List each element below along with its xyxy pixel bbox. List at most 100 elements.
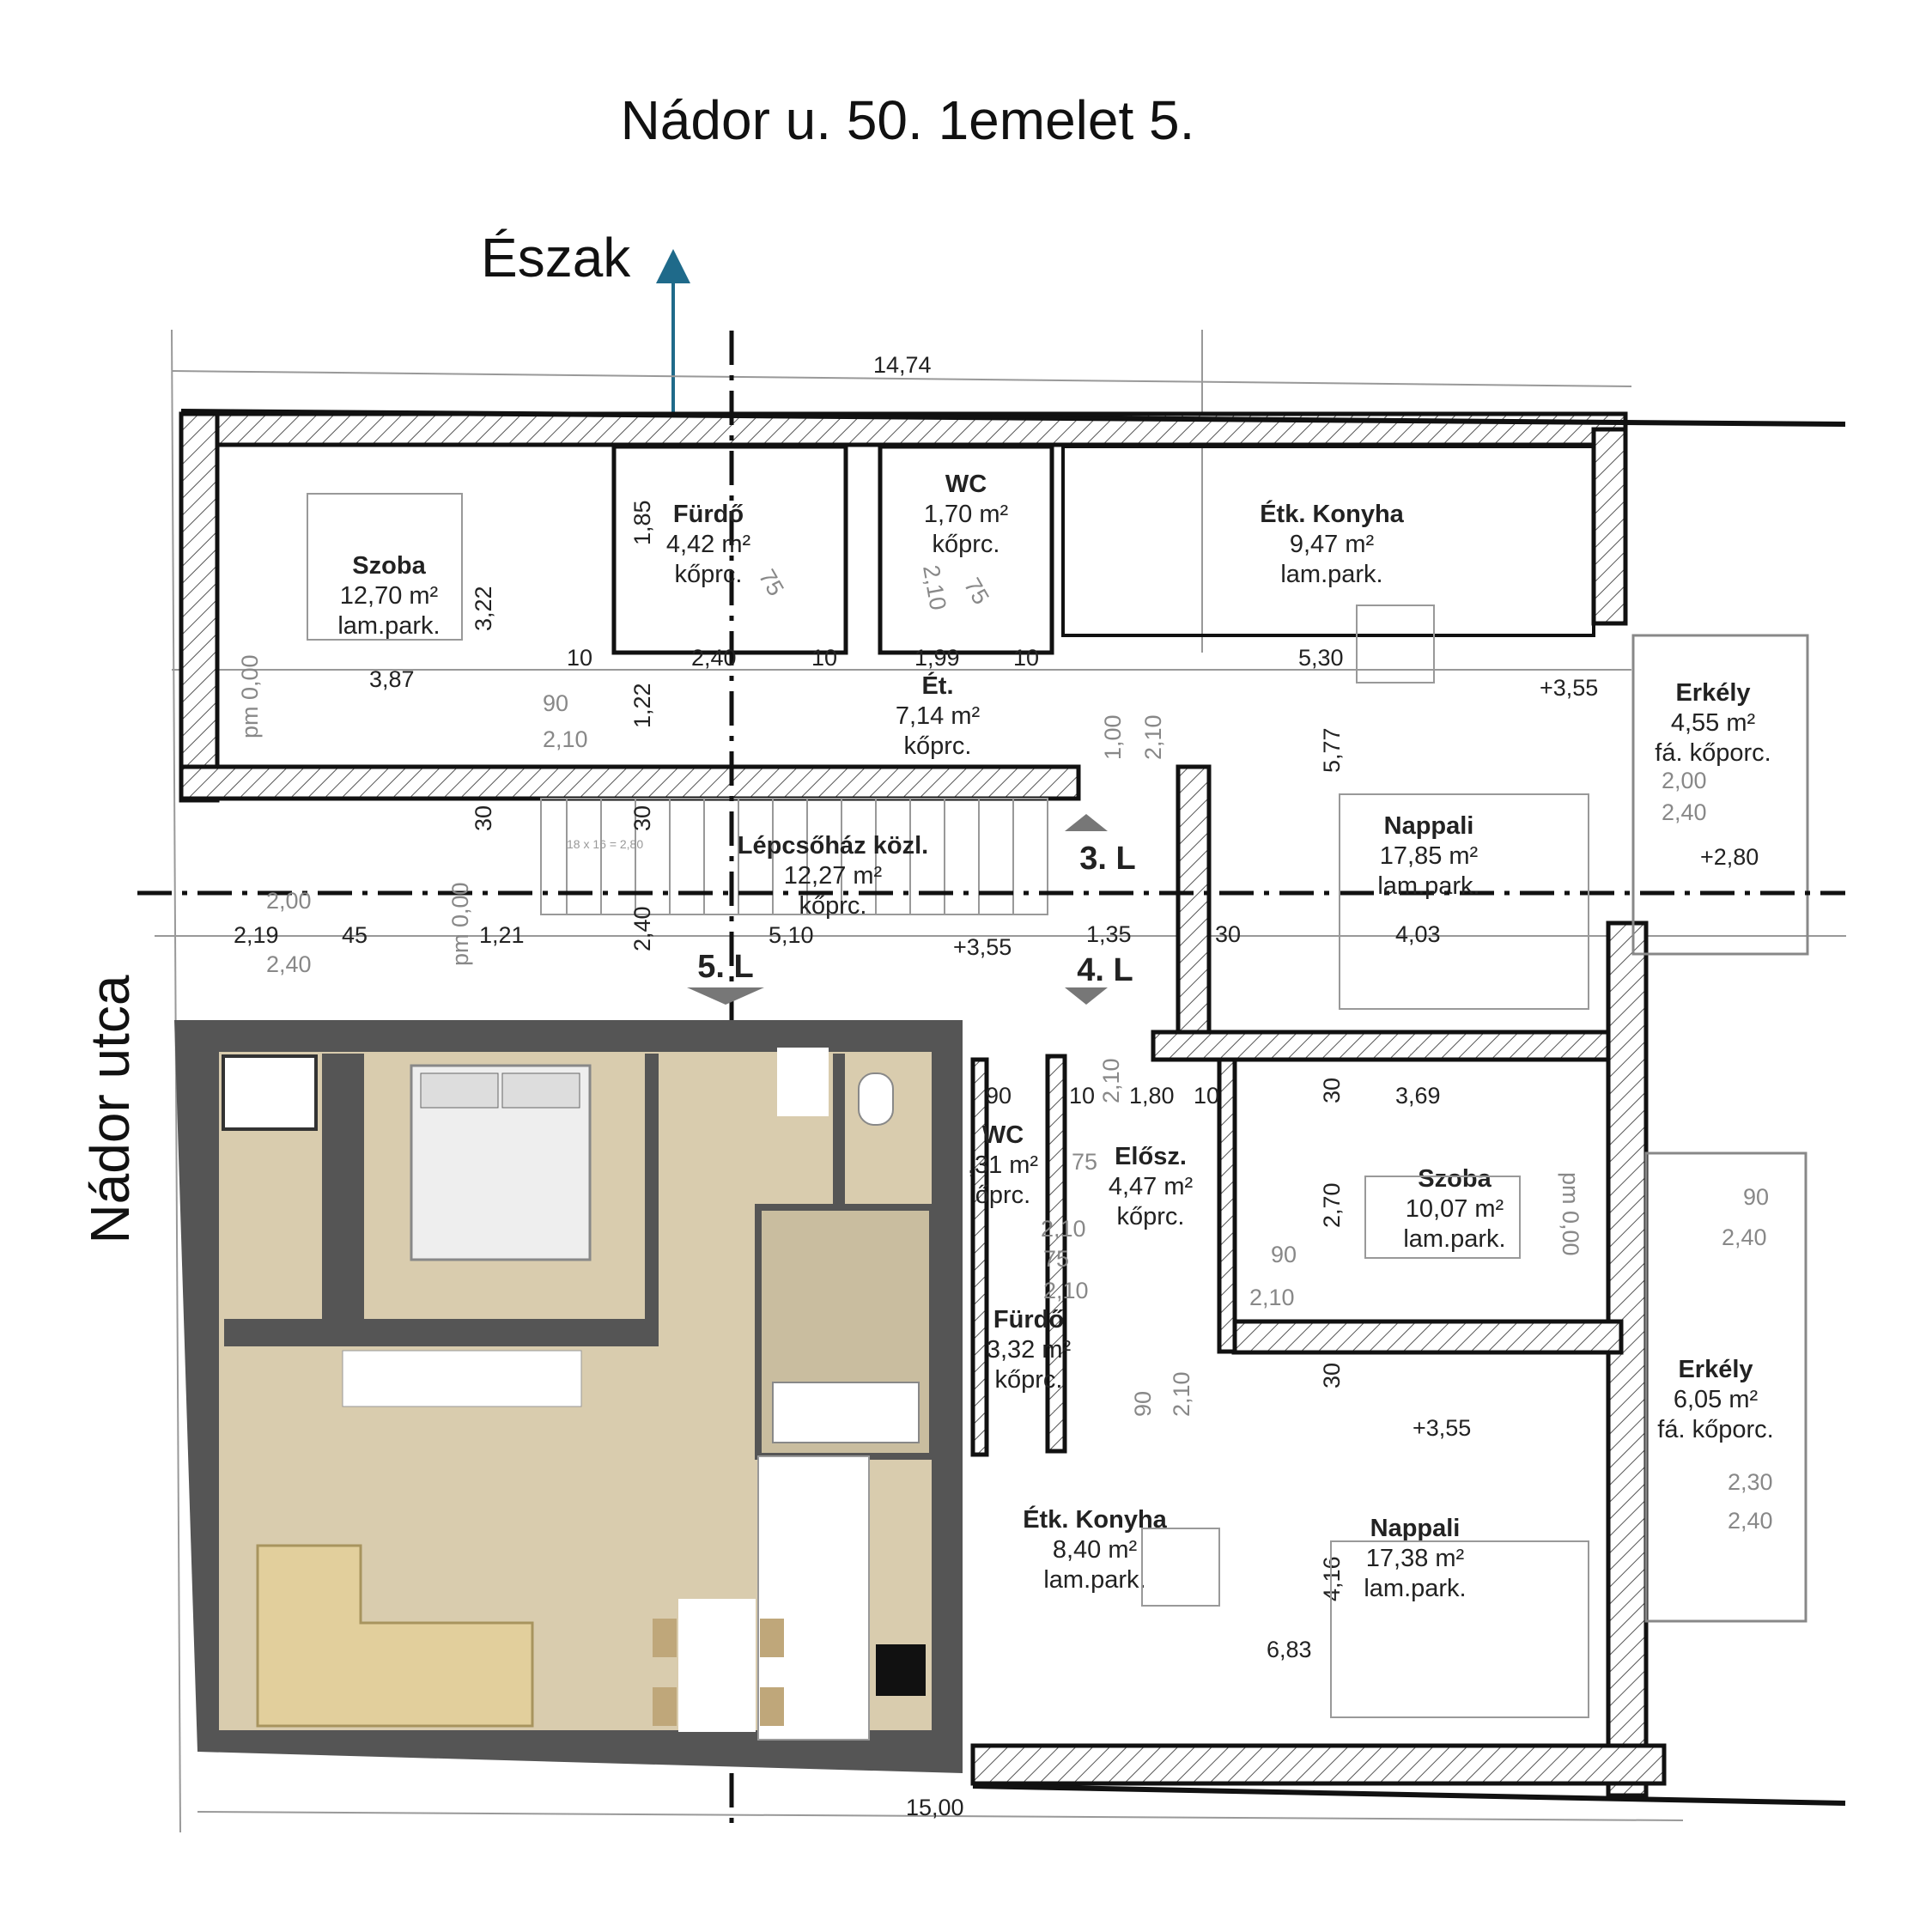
svg-text:75: 75 [959, 574, 994, 609]
stove-icon [876, 1644, 926, 1696]
svg-text:kőprc.: kőprc. [799, 892, 867, 920]
svg-text:pm 0,00: pm 0,00 [447, 882, 473, 966]
svg-text:6,83: 6,83 [1267, 1637, 1312, 1662]
gray-dimension-labels: pm 0,00 90 2,10 2,10 75 2,10 75 2,00 2,4… [237, 563, 1773, 1534]
svg-text:2,70: 2,70 [1319, 1182, 1345, 1228]
bathtub-icon [772, 1382, 920, 1443]
svg-text:2,00: 2,00 [1662, 768, 1707, 793]
svg-text:12,70 m²: 12,70 m² [340, 582, 439, 610]
svg-text:fá. kőporc.: fá. kőporc. [1657, 1416, 1773, 1443]
level-label: 5. L [697, 949, 753, 985]
armchair-icon [222, 1054, 318, 1131]
svg-text:Fürdő: Fürdő [673, 501, 744, 528]
svg-text:4,55 m²: 4,55 m² [1671, 709, 1756, 737]
balcony-upper [1631, 634, 1809, 956]
svg-text:9,47 m²: 9,47 m² [1290, 531, 1375, 558]
svg-text:2,10: 2,10 [1169, 1371, 1194, 1417]
svg-text:17,85 m²: 17,85 m² [1380, 842, 1479, 870]
svg-text:+3,55: +3,55 [1413, 1415, 1471, 1441]
svg-text:90: 90 [1271, 1242, 1297, 1267]
svg-text:2,40: 2,40 [691, 645, 737, 671]
svg-text:2,10: 2,10 [1043, 1278, 1089, 1303]
svg-text:2,10: 2,10 [1140, 714, 1166, 760]
svg-text:Szoba: Szoba [352, 552, 426, 580]
svg-text:pm 0,00: pm 0,00 [1558, 1172, 1583, 1256]
svg-text:kőprc.: kőprc. [904, 732, 972, 760]
svg-text:90: 90 [1130, 1391, 1156, 1417]
svg-text:2,10: 2,10 [1249, 1285, 1295, 1310]
svg-text:10: 10 [811, 645, 837, 671]
svg-text:10: 10 [567, 645, 592, 671]
furniture-outlines [307, 493, 1589, 1718]
svg-text:+3,55: +3,55 [1540, 675, 1598, 701]
svg-text:kőprc.: kőprc. [995, 1366, 1063, 1394]
svg-text:1,35: 1,35 [1086, 921, 1132, 947]
svg-text:4,47 m²: 4,47 m² [1109, 1173, 1194, 1200]
svg-text:őprc.: őprc. [975, 1182, 1030, 1209]
svg-text:Fürdő: Fürdő [993, 1306, 1064, 1334]
svg-text:1,21: 1,21 [479, 922, 525, 948]
svg-text:3,22: 3,22 [471, 586, 496, 631]
svg-text:5,10: 5,10 [769, 922, 814, 948]
svg-text:75: 75 [1043, 1246, 1069, 1272]
svg-text:90: 90 [1743, 1184, 1769, 1210]
svg-text:2,40: 2,40 [1728, 1508, 1773, 1534]
svg-text:2,19: 2,19 [234, 922, 279, 948]
svg-text:pm 0,00: pm 0,00 [237, 654, 263, 738]
svg-text:2,10: 2,10 [543, 726, 588, 752]
svg-text:30: 30 [1319, 1078, 1345, 1103]
svg-text:1,70 m²: 1,70 m² [924, 501, 1009, 528]
svg-text:Étk. Konyha: Étk. Konyha [1260, 499, 1404, 528]
svg-text:90: 90 [543, 690, 568, 716]
svg-text:lam.park.: lam.park. [1280, 561, 1382, 588]
dining-table-icon [678, 1599, 756, 1732]
svg-text:kőprc.: kőprc. [1117, 1203, 1185, 1230]
svg-text:5,30: 5,30 [1298, 645, 1344, 671]
svg-text:2,40: 2,40 [1722, 1224, 1767, 1250]
svg-text:1,80: 1,80 [1129, 1083, 1175, 1109]
toilet-icon [858, 1072, 894, 1126]
svg-text:lam.park.: lam.park. [1377, 872, 1479, 900]
svg-text:1,85: 1,85 [629, 500, 655, 545]
svg-text:lam.park.: lam.park. [1043, 1566, 1145, 1594]
svg-text:12,27 m²: 12,27 m² [784, 862, 883, 890]
svg-text:+3,55: +3,55 [953, 934, 1012, 960]
svg-text:10: 10 [1013, 645, 1039, 671]
svg-text:Nappali: Nappali [1370, 1515, 1461, 1542]
svg-text:75: 75 [754, 565, 789, 600]
svg-text:3,87: 3,87 [369, 666, 415, 692]
svg-text:10: 10 [1194, 1083, 1219, 1109]
svg-text:2,10: 2,10 [1041, 1216, 1086, 1242]
dimension-labels: 14,74 15,00 3,22 3,87 1,85 10 2,40 10 1,… [234, 352, 1759, 1820]
svg-text:7,14 m²: 7,14 m² [896, 702, 981, 730]
svg-text:lam.park.: lam.park. [337, 612, 440, 640]
3d-render-inset [174, 1020, 963, 1773]
svg-text:2,40: 2,40 [629, 906, 655, 951]
svg-text:30: 30 [629, 805, 655, 831]
dimension-lines [155, 329, 1846, 1833]
level-up-arrow-icon [1065, 814, 1108, 831]
svg-text:2,40: 2,40 [266, 951, 312, 977]
svg-text:lam.park.: lam.park. [1364, 1575, 1466, 1602]
svg-text:5,77: 5,77 [1319, 727, 1345, 773]
street-label: Nádor utca [79, 975, 141, 1243]
svg-text:1,00: 1,00 [1100, 714, 1126, 760]
level-label: 4. L [1077, 952, 1133, 988]
svg-text:75: 75 [1072, 1149, 1097, 1175]
sofa-icon [256, 1544, 534, 1728]
level-down-arrow-icon [1065, 987, 1108, 1005]
svg-text:3,32 m²: 3,32 m² [987, 1336, 1072, 1364]
svg-text:30: 30 [471, 805, 496, 831]
svg-text:2,30: 2,30 [1728, 1469, 1773, 1495]
page-title: Nádor u. 50. 1emelet 5. [621, 89, 1195, 151]
svg-text:2,10: 2,10 [1098, 1058, 1124, 1103]
svg-text:30: 30 [1319, 1363, 1345, 1388]
svg-text:2,00: 2,00 [266, 888, 312, 914]
svg-text:Elősz.: Elősz. [1115, 1143, 1187, 1170]
balcony-lower [1644, 1151, 1807, 1623]
svg-text:6,05 m²: 6,05 m² [1674, 1386, 1759, 1413]
svg-text:14,74: 14,74 [873, 352, 932, 378]
svg-text:kőprc.: kőprc. [675, 561, 743, 588]
outer-building-line [972, 1783, 1846, 1806]
